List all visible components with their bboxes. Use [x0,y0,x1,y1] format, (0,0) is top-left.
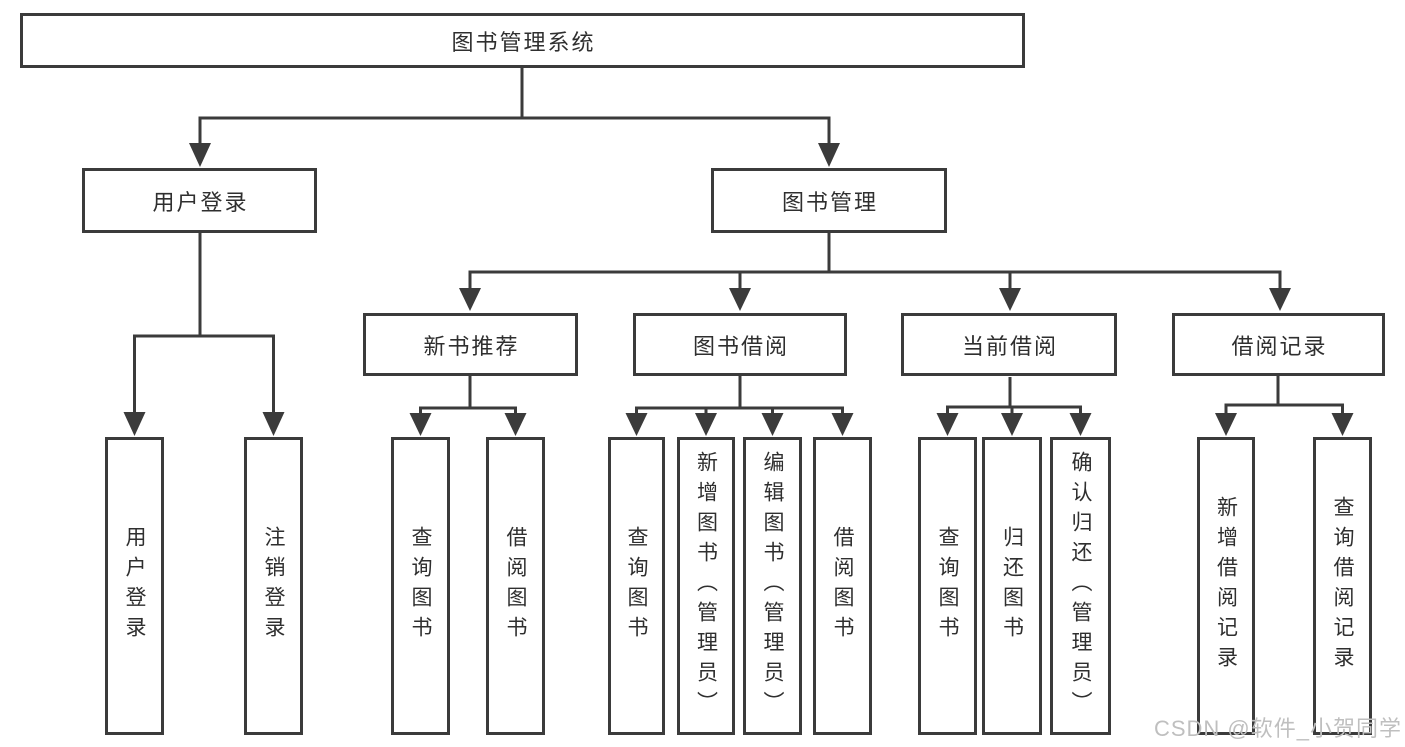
node-root-system: 图书管理系统 [20,13,1025,68]
node-book-management-group: 图书管理 [711,168,947,233]
connector-root-to-level2 [189,68,840,167]
node-current-borrow: 当前借阅 [901,313,1117,376]
connector-current-borrow-to-leaves [936,377,1092,436]
leaf-edit-books-admin: 编辑图书（管理员） [743,437,802,735]
leaf-query-books-borrow: 查询图书 [608,437,665,735]
connector-borrow-record-to-leaves [1215,376,1354,436]
connector-new-book-to-leaves [409,376,527,436]
leaf-borrow-books: 借阅图书 [813,437,872,735]
connector-user-login-to-leaves [123,233,285,436]
connector-book-borrow-to-leaves [625,375,854,436]
leaf-logout: 注销登录 [244,437,303,735]
leaf-add-books-admin: 新增图书（管理员） [677,437,735,735]
leaf-user-login: 用户登录 [105,437,164,735]
leaf-query-books-newbook: 查询图书 [391,437,450,735]
node-borrow-record: 借阅记录 [1172,313,1385,376]
leaf-query-books-current: 查询图书 [918,437,977,735]
leaf-return-books: 归还图书 [982,437,1042,735]
connector-book-mgmt-to-level3 [459,233,1291,311]
node-book-borrow: 图书借阅 [633,313,847,376]
node-user-login-group: 用户登录 [82,168,317,233]
leaf-confirm-return-admin: 确认归还（管理员） [1050,437,1111,735]
leaf-query-borrow-record: 查询借阅记录 [1313,437,1372,735]
node-new-book-recommend: 新书推荐 [363,313,578,376]
leaf-borrow-books-newbook: 借阅图书 [486,437,545,735]
leaf-add-borrow-record: 新增借阅记录 [1197,437,1255,735]
csdn-watermark: CSDN @软件_小贺同学 [1153,716,1402,741]
